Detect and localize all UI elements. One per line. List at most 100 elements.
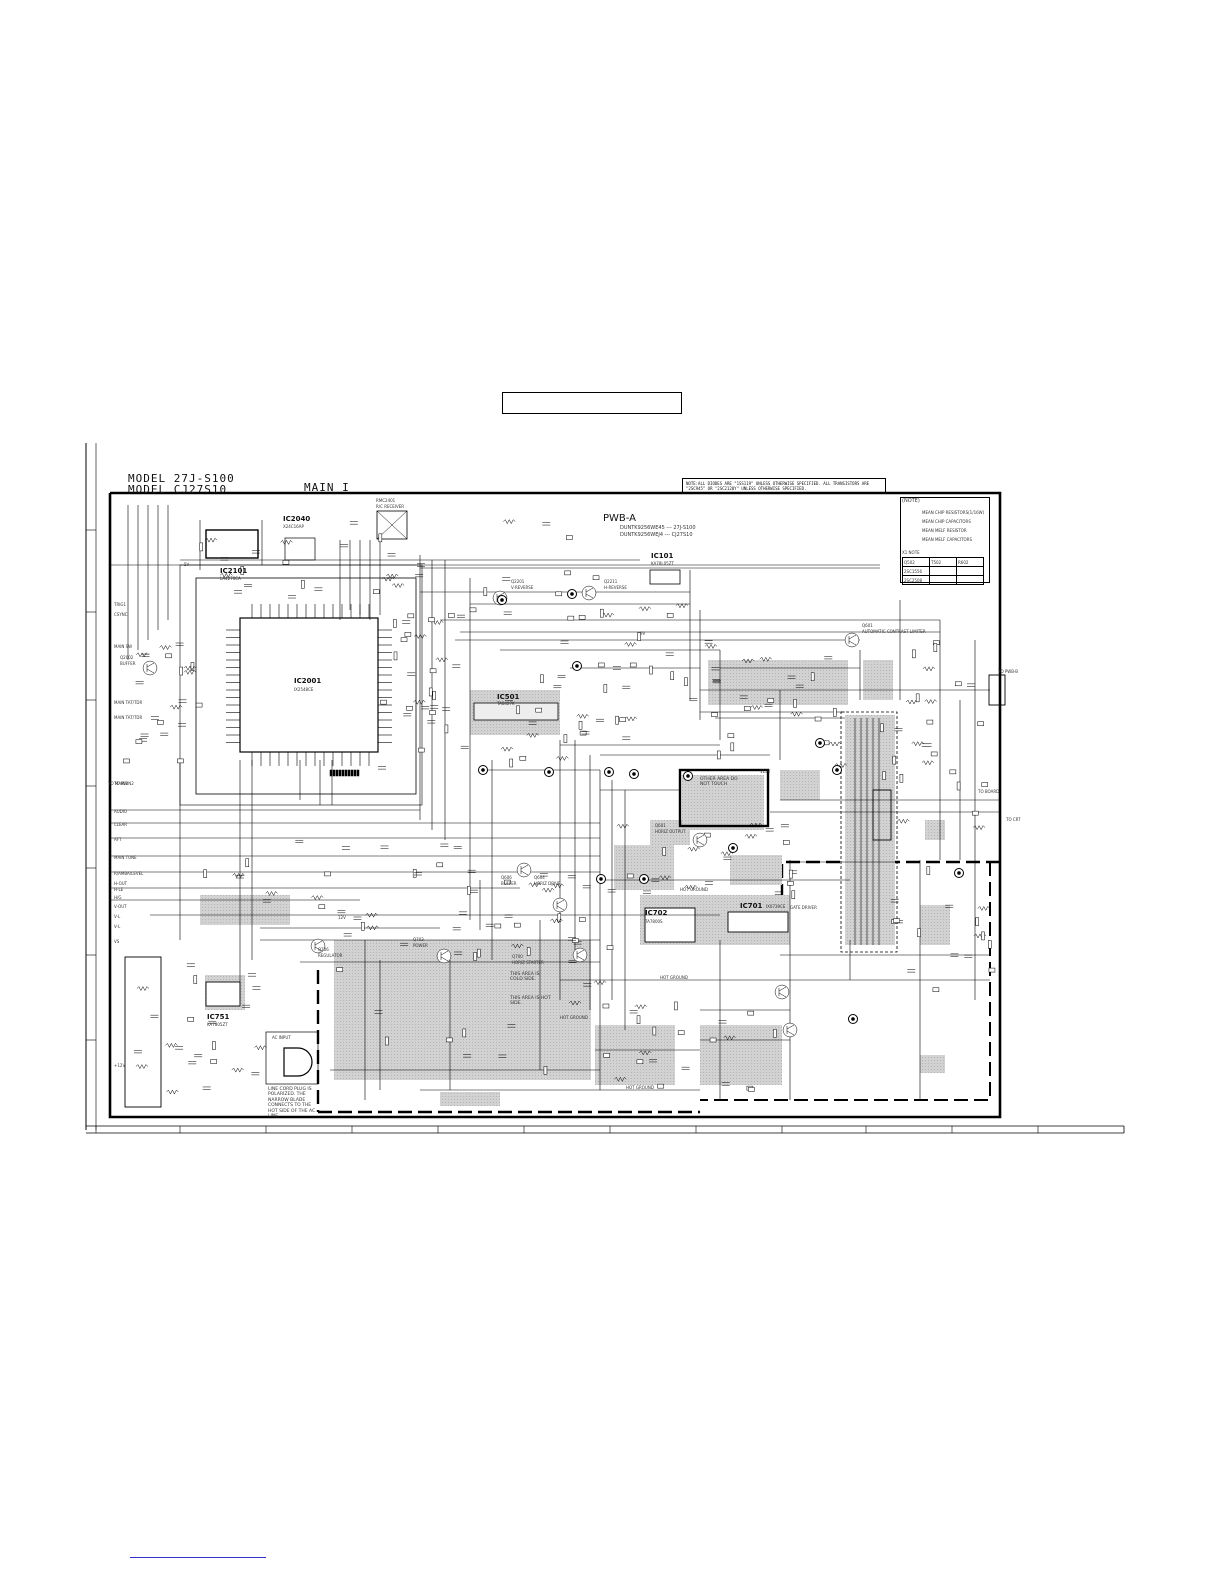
hot-ground-label: HOT GROUND xyxy=(660,975,688,980)
left-signal-label: MAIN TUNE xyxy=(114,855,137,860)
left-signal-label: +12V xyxy=(114,1063,126,1068)
pwb-unit-2: DUNTK9256WEJ4 --- CJ27S10 xyxy=(620,532,693,538)
notes-title: (NOTE) xyxy=(902,498,920,504)
ic501-desc: TA8427K xyxy=(497,701,515,706)
ic501-label: IC501 xyxy=(497,693,520,701)
wiring xyxy=(110,505,1000,1100)
rail-5v: 5V xyxy=(184,562,190,567)
ic2001-desc: IX2548CE xyxy=(294,687,314,692)
left-signal-label: TRIG1 xyxy=(114,602,127,607)
left-signal-label: H-LE xyxy=(114,887,124,892)
x1-cell xyxy=(956,575,984,585)
q606-role: BUFFER xyxy=(501,881,517,886)
q2211-role: H-REVERSE xyxy=(604,585,627,590)
q700-ref: Q700 xyxy=(512,954,523,959)
rmc-role: R/C RECEIVER xyxy=(376,504,405,509)
q601-ref: Q601 xyxy=(862,623,873,628)
left-signal-label: AFT xyxy=(114,837,122,842)
left-signal-label: MAIN TAT/TDR xyxy=(114,715,143,720)
q601-role: AUTOMATIC CONTRAST LIMITER xyxy=(862,629,926,634)
other-area-note: OTHER AREA DO NOT TOUCH xyxy=(700,777,738,787)
hot-ground-label: HOT GROUND xyxy=(626,1085,654,1090)
q2002-role: BUFFER xyxy=(120,661,136,666)
sheet-frame xyxy=(85,443,1125,1134)
caption-box xyxy=(502,392,682,414)
left-signal-label: AUDIO xyxy=(114,809,128,814)
left-signal-label: R/AMBA/LEVEL xyxy=(114,871,144,876)
ic701-desc: IX0739CE xyxy=(766,904,786,909)
ic702-desc: TA7800S xyxy=(645,919,663,924)
connector-to-main2: TO MAIN2 xyxy=(108,781,128,786)
note-item: MEAN MELF RESISTOR xyxy=(922,528,967,533)
ic751-desc: KA7805ZT xyxy=(207,1022,228,1027)
left-signal-label: TO MAIN2 xyxy=(114,781,134,786)
q703-ref: Q703 xyxy=(413,937,424,942)
rail-115v: 115V xyxy=(760,769,771,774)
note-item: MEAN CHIP RESISTORS(1/16W) xyxy=(922,510,985,515)
q700-role: HORIZ STARTER xyxy=(512,960,544,965)
left-signal-label: V-OUT xyxy=(114,904,127,909)
components xyxy=(123,519,996,1095)
connector-to-pwbb: TO PWB-B xyxy=(998,669,1019,674)
ic701-label: IC701 xyxy=(740,902,763,910)
q604-role: HORIZ DRIVE xyxy=(534,881,561,886)
left-signal-label: CSYNC xyxy=(114,612,128,617)
ic2040-label: IC2040 xyxy=(283,515,311,523)
ac-input-label: AC INPUT xyxy=(272,1035,291,1040)
hot-side-note: THIS AREA IS HOT SIDE. xyxy=(510,996,551,1006)
gate-driver-label: GATE DRIVER xyxy=(790,905,817,910)
board-name: MAIN I xyxy=(304,481,350,494)
left-signal-label: VS xyxy=(114,939,120,944)
left-signal-label: V-L xyxy=(114,914,121,919)
left-ruler xyxy=(86,529,96,1041)
bottom-ruler xyxy=(95,1126,1039,1133)
line-cord-note: LINE CORD PLUG IS POLARIZED. THE NARROW … xyxy=(268,1087,316,1119)
shaded-regions xyxy=(200,660,950,1106)
left-signal-label: H/G xyxy=(114,895,122,900)
ic2001-body xyxy=(179,564,423,806)
ic2101-label: IC2101 xyxy=(220,567,248,575)
left-signal-label: MAIN TAT/TDR xyxy=(114,700,143,705)
q2002-ref: Q2002 xyxy=(120,655,134,660)
q706-role: REGULATOR xyxy=(318,953,343,958)
q606-ref: Q606 xyxy=(501,875,512,880)
left-signal-label: CLEAR xyxy=(114,822,128,827)
q2201-role: V-REVERSE xyxy=(511,585,534,590)
model-line-1: MODEL 27J-S100 xyxy=(128,472,235,485)
q601b-role: HORIZ OUTPUT xyxy=(655,829,686,834)
left-signal-label: MAIN SW xyxy=(114,644,133,649)
hot-ground-label: HOT GROUND xyxy=(680,887,708,892)
ic702-label: IC702 xyxy=(645,909,668,917)
left-signal-label: V-L xyxy=(114,924,121,929)
left-signal-label: H-OUT xyxy=(114,881,128,886)
ic2001-label: IC2001 xyxy=(294,677,322,685)
ic2101-desc: LA4270CA xyxy=(220,576,241,581)
q604-ref: Q604 xyxy=(534,875,545,880)
pwb-label: PWB-A xyxy=(603,513,637,524)
ic2040-desc: X24C16AP xyxy=(283,524,304,529)
note-item: MEAN MELF CAPACITORS xyxy=(922,537,972,542)
model-line-2: MODEL CJ27S10 xyxy=(128,483,228,496)
notes-legend-frame xyxy=(900,497,990,583)
q2201-ref: Q2201 xyxy=(511,579,525,584)
other-area-box xyxy=(678,768,770,828)
x1-note-title: X1 NOTE xyxy=(902,550,920,555)
connector-to-crt: TO CRT xyxy=(1006,817,1021,822)
connector-to-board: TO BOARD xyxy=(978,789,1000,794)
note-box: NOTE:ALL DIODES ARE "1SS119" UNLESS OTHE… xyxy=(682,478,886,495)
notes-legend: (NOTE) MEAN CHIP RESISTORS(1/16W) MEAN C… xyxy=(902,498,988,585)
cold-side-note: THIS AREA IS COLD SIDE. xyxy=(510,972,540,982)
q2211-ref: Q2211 xyxy=(604,579,618,584)
q601b-ref: Q601 xyxy=(655,823,666,828)
rail-9v: 9V xyxy=(640,631,646,636)
rail-12v: 12V xyxy=(338,915,346,920)
pwb-unit-1: DUNTK9256WE45 --- 27J-S100 xyxy=(620,525,696,531)
q703-role: POWER xyxy=(413,943,428,948)
ic751-label: IC751 xyxy=(207,1013,230,1021)
rmc-ref: RMC2401 xyxy=(376,498,396,503)
hot-ground-label: HOT GROUND xyxy=(560,1015,588,1020)
ic101-desc: KA78L05ZT xyxy=(651,561,674,566)
